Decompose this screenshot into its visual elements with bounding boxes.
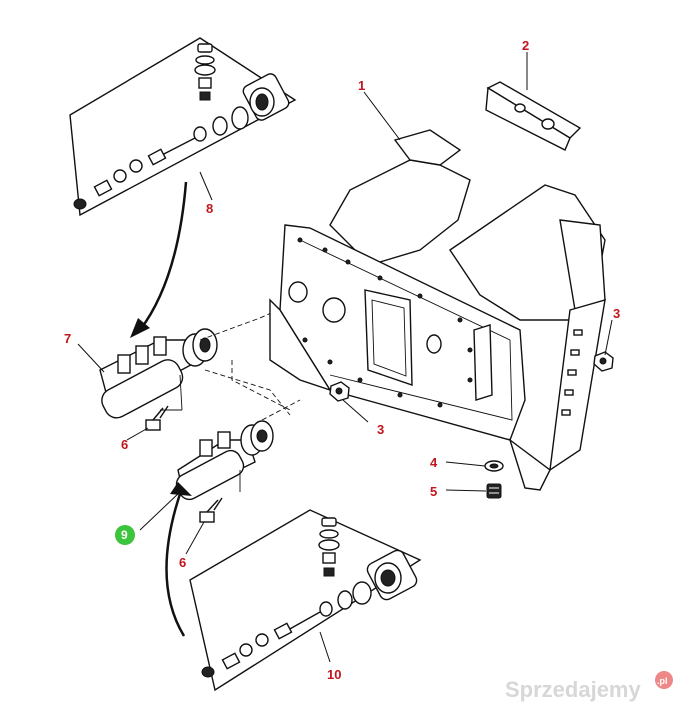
master-cylinder-9 [175,420,274,501]
pedal-support-frame-1 [269,129,606,491]
washer-4 [484,460,504,472]
bracket-2 [485,81,582,151]
leader-5 [445,489,487,492]
callout-9: 9 [121,528,128,542]
exploded-view-10 [189,509,422,692]
arrow-10-to-9 [165,487,186,637]
arrow-8-to-7 [139,181,188,331]
leader-6-upper [126,427,149,441]
exploded-view-8 [69,37,297,217]
leader-7 [77,343,105,373]
callout-8: 8 [206,201,213,216]
callout-1: 1 [358,78,365,93]
valve-stack-10 [318,517,340,577]
leader-10 [319,631,331,663]
callout-labels: 1 2 3 3 4 5 6 6 7 8 9 10 [64,38,620,682]
valve-stack-8 [194,43,216,101]
nut-3-middle [329,381,350,402]
watermark-suffix: .pl [657,676,668,686]
exploded-box-10 [189,509,422,692]
alignment-lines [199,299,301,421]
leader-lines [77,52,613,663]
leader-6-lower [185,521,205,555]
piston-seals-8 [73,73,290,210]
screw-5 [486,483,502,499]
highlight-badge-9 [115,525,135,545]
callout-6-upper: 6 [121,437,128,452]
leader-4 [445,461,486,467]
watermark: Sprzedajemy .pl [505,671,673,702]
leader-3-middle [342,399,369,423]
callout-7: 7 [64,331,71,346]
callout-6-lower: 6 [179,555,186,570]
piston-seals-10 [201,549,418,678]
arrow-head-8 [130,318,150,338]
callout-10: 10 [327,667,341,682]
master-cylinder-7 [99,328,218,419]
bolt-6-upper [145,405,169,431]
callout-4: 4 [430,455,438,470]
watermark-logo-dot [655,671,673,689]
exploded-box-8 [69,37,297,217]
frame-slots [561,329,583,416]
callout-5: 5 [430,484,437,499]
leader-9 [139,491,181,531]
arrow-head-10 [170,482,192,496]
callout-2: 2 [522,38,529,53]
callout-3-right: 3 [613,306,620,321]
bolt-6-lower [199,497,223,523]
leader-3-right [604,319,613,356]
callout-3-middle: 3 [377,422,384,437]
nut-3-right [593,351,614,372]
watermark-text: Sprzedajemy [505,677,641,702]
leader-1 [363,91,401,141]
